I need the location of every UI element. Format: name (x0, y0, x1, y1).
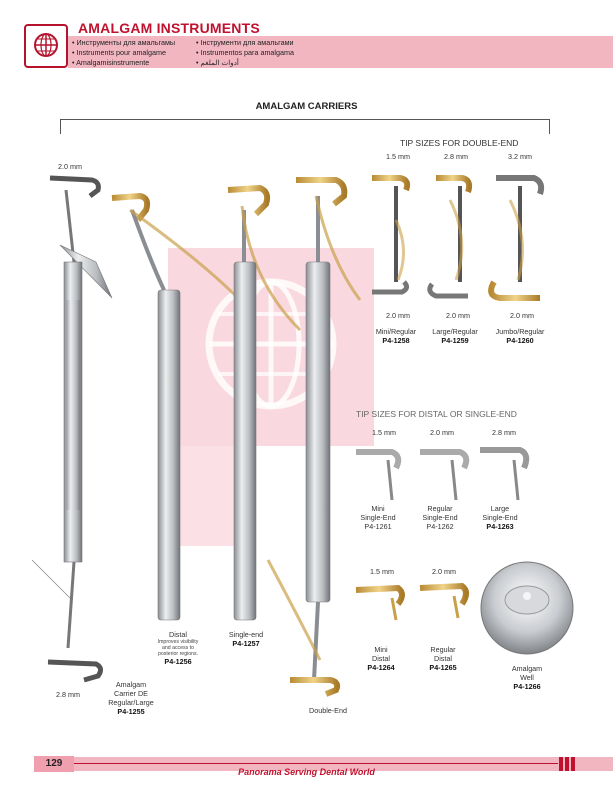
label-p4-1262-line1: Regular (427, 504, 453, 513)
section-bracket (60, 119, 550, 134)
label-p4-1262: Regular Single-End P4-1262 (412, 504, 468, 531)
section-title: AMALGAM CARRIERS (255, 101, 358, 112)
code-p4-1257: P4-1257 (232, 639, 260, 648)
label-p4-1259-name: Large/Regular (432, 327, 478, 336)
label-p4-1261: Mini Single-End P4-1261 (350, 504, 406, 531)
carrier-large-de-illustration (31, 175, 113, 683)
size-se-1: 1.5 mm (372, 428, 396, 437)
language-ru: Инструменты для амальгамы (72, 38, 176, 48)
label-p4-1255: Amalgam Carrier DE Regular/Large P4-1255 (96, 680, 166, 716)
language-es: Instrumentos para amalgama (196, 48, 294, 58)
tips-single-end-illustration (356, 447, 530, 501)
footer-tagline: Panorama Serving Dental World (238, 767, 375, 777)
label-p4-1263-line2: Single-End (482, 513, 518, 522)
label-p4-1255-line3: Regular/Large (108, 698, 154, 707)
size-de-bottom-1: 2.0 mm (386, 311, 410, 320)
label-double-end: Double-End (309, 706, 347, 715)
code-p4-1258: P4-1258 (382, 336, 410, 345)
label-p4-1266-line2: Well (520, 673, 534, 682)
watermark-tail (172, 446, 242, 546)
heading-tip-sizes-single-end: TIP SIZES FOR DISTAL OR SINGLE-END (356, 409, 517, 419)
size-large-bottom: 2.8 mm (56, 690, 80, 699)
label-p4-1256-name: Distal (169, 630, 187, 639)
carrier-double-end-illustration (266, 177, 362, 697)
size-de-top-3: 3.2 mm (508, 152, 532, 161)
code-p4-1264: P4-1264 (367, 663, 395, 672)
label-p4-1262-line2: Single-End (422, 513, 458, 522)
footer-line (74, 763, 558, 764)
language-ar: أدوات الملغم (196, 58, 294, 68)
label-p4-1261-line1: Mini (371, 504, 385, 513)
label-p4-1260: Jumbo/Regular P4-1260 (488, 327, 552, 345)
label-p4-1261-line2: Single-End (360, 513, 396, 522)
language-uk: Інструменти для амальгами (196, 38, 294, 48)
page-title: AMALGAM INSTRUMENTS (78, 20, 260, 36)
language-list-right: Інструменти для амальгами Instrumentos p… (196, 38, 294, 68)
label-p4-1266-line1: Amalgam (511, 664, 543, 673)
amalgam-well-illustration (480, 561, 574, 655)
heading-tip-sizes-double-end: TIP SIZES FOR DOUBLE-END (400, 138, 519, 148)
code-p4-1260: P4-1260 (506, 336, 534, 345)
label-p4-1259: Large/Regular P4-1259 (424, 327, 486, 345)
label-p4-1265: Regular Distal P4-1265 (418, 645, 468, 672)
label-p4-1264-line1: Mini (374, 645, 388, 654)
label-p4-1258-name: Mini/Regular (375, 327, 417, 336)
page-number: 129 (34, 756, 74, 772)
code-p4-1256: P4-1256 (164, 657, 192, 666)
code-p4-1265: P4-1265 (429, 663, 457, 672)
label-p4-1256-note3: posterior regions. (157, 651, 199, 657)
label-p4-1256: Distal Improves visibility and access to… (148, 630, 208, 666)
panorama-logo (24, 24, 68, 68)
label-p4-1264-line2: Distal (372, 654, 390, 663)
label-p4-1255-line1: Amalgam (115, 680, 147, 689)
label-p4-1256-note2: and access to (161, 645, 194, 651)
language-list-left: Инструменты для амальгамы Instruments po… (72, 38, 175, 68)
footer-bars-icon (558, 756, 580, 772)
label-p4-1263-line1: Large (490, 504, 510, 513)
label-p4-1260-name: Jumbo/Regular (495, 327, 545, 336)
label-p4-1257-name: Single-end (228, 630, 264, 639)
language-de: Amalgamisinstrumente (72, 58, 175, 68)
size-de-top-2: 2.8 mm (444, 152, 468, 161)
code-p4-1261: P4-1261 (364, 522, 392, 531)
code-p4-1255: P4-1255 (117, 707, 145, 716)
size-de-top-1: 1.5 mm (386, 152, 410, 161)
size-distal-1: 1.5 mm (370, 567, 394, 576)
code-p4-1263: P4-1263 (486, 522, 514, 531)
label-p4-1266: Amalgam Well P4-1266 (502, 664, 552, 691)
code-p4-1262: P4-1262 (426, 522, 454, 531)
language-fr: Instruments pour amalgame (72, 48, 175, 58)
label-p4-1263: Large Single-End P4-1263 (472, 504, 528, 531)
label-p4-1255-line2: Carrier DE (114, 689, 148, 698)
label-p4-1265-line2: Distal (434, 654, 452, 663)
carrier-single-illustration (227, 184, 302, 621)
label-p4-1265-line1: Regular (430, 645, 456, 654)
footer-band (68, 757, 613, 771)
size-de-bottom-2: 2.0 mm (446, 311, 470, 320)
size-de-bottom-3: 2.0 mm (510, 311, 534, 320)
watermark-logo (168, 248, 374, 446)
size-large-top: 2.0 mm (58, 162, 82, 171)
label-p4-1257: Single-end P4-1257 (218, 630, 274, 648)
tips-distal-illustration (355, 582, 469, 621)
code-p4-1266: P4-1266 (513, 682, 541, 691)
size-se-3: 2.8 mm (492, 428, 516, 437)
label-p4-1258: Mini/Regular P4-1258 (366, 327, 426, 345)
tips-double-end-illustration (372, 175, 545, 301)
label-p4-1256-note1: Improves visibility (157, 639, 199, 645)
label-p4-1264: Mini Distal P4-1264 (356, 645, 406, 672)
size-distal-2: 2.0 mm (432, 567, 456, 576)
code-p4-1259: P4-1259 (441, 336, 469, 345)
carrier-distal-illustration (111, 192, 242, 621)
size-se-2: 2.0 mm (430, 428, 454, 437)
